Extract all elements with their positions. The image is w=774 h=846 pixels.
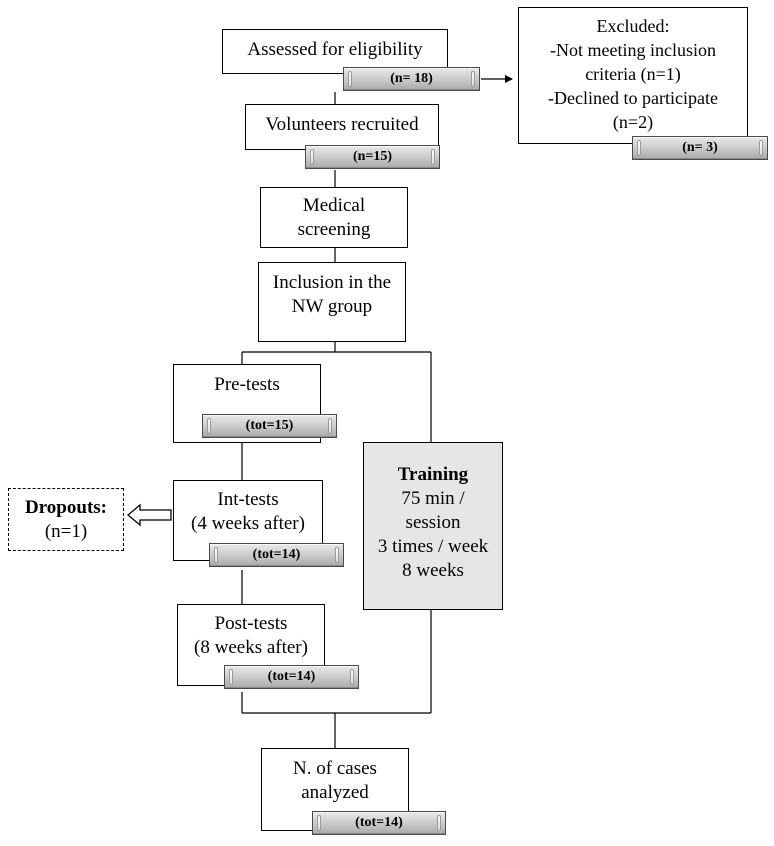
posttests-line-2: (8 weeks after) (194, 637, 308, 658)
analyzed-count-badge: (tot=14) (312, 811, 446, 835)
excluded-count: (n= 3) (682, 140, 718, 155)
training-line-4: 8 weeks (402, 560, 464, 581)
training-box: Training 75 min / session 3 times / week… (363, 442, 503, 610)
posttests-count-badge: (tot=14) (224, 665, 359, 689)
dropout-arrow (126, 503, 172, 527)
inttests-line-2: (4 weeks after) (191, 513, 305, 534)
excluded-box: Excluded: -Not meeting inclusion criteri… (518, 7, 748, 144)
excluded-line-3: criteria (n=1) (585, 64, 681, 84)
inclusion-line-1: Inclusion in the (272, 272, 392, 293)
recruited-box: Volunteers recruited (245, 104, 439, 150)
inttests-line-1: Int-tests (217, 489, 279, 510)
inttests-count-badge: (tot=14) (209, 543, 344, 567)
training-line-2: session (405, 512, 461, 533)
pretests-count: (tot=15) (245, 418, 294, 433)
assessed-box: Assessed for eligibility (222, 29, 448, 74)
analyzed-line-2: analyzed (301, 782, 369, 803)
inttests-count: (tot=14) (252, 547, 301, 562)
inclusion-line-2: NW group (291, 296, 373, 317)
recruited-count: (n=15) (352, 149, 393, 164)
inclusion-box: Inclusion in the NW group (258, 262, 406, 342)
excluded-line-4: -Declined to participate (548, 88, 718, 108)
training-line-1: 75 min / (401, 488, 465, 509)
posttests-line-1: Post-tests (214, 613, 288, 634)
training-line-3: 3 times / week (377, 536, 489, 557)
excluded-count-badge: (n= 3) (632, 136, 768, 160)
posttests-count: (tot=14) (267, 669, 316, 684)
recruited-label: Volunteers recruited (265, 114, 419, 135)
dropouts-title: Dropouts: (25, 496, 107, 518)
assessed-count: (n= 18) (390, 71, 433, 86)
screening-line-1: Medical (302, 194, 366, 216)
excluded-line-5: (n=2) (612, 112, 654, 132)
analyzed-line-1: N. of cases (293, 758, 377, 779)
dropouts-count: (n=1) (44, 520, 88, 542)
excluded-line-2: -Not meeting inclusion (550, 40, 716, 60)
assessed-count-badge: (n= 18) (343, 67, 480, 91)
screening-box: Medical screening (260, 187, 408, 248)
analyzed-count: (tot=14) (355, 815, 403, 830)
recruited-count-badge: (n=15) (305, 145, 440, 169)
training-title: Training (397, 464, 469, 485)
pretests-count-badge: (tot=15) (202, 414, 337, 438)
pretests-label: Pre-tests (214, 374, 280, 395)
screening-line-2: screening (297, 218, 371, 240)
dropouts-box: Dropouts: (n=1) (8, 488, 124, 551)
excluded-line-1: Excluded: (596, 16, 670, 36)
assessed-label: Assessed for eligibility (247, 39, 423, 60)
